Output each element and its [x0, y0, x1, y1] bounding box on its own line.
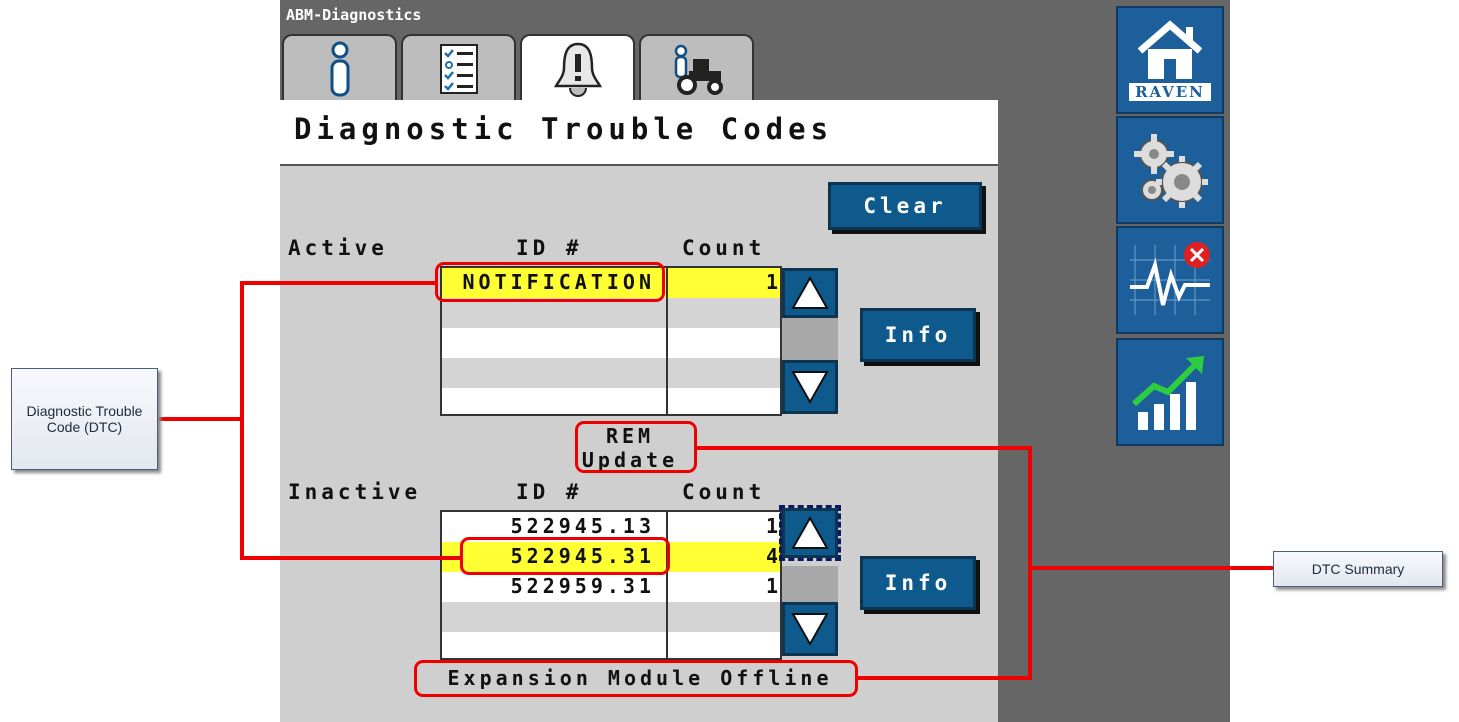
arrow-up-icon — [791, 515, 829, 549]
arrow-down-icon — [791, 371, 829, 405]
dtc-panel: Diagnostic Trouble Codes Clear Active ID… — [280, 100, 998, 722]
info-icon — [330, 41, 349, 97]
table-row[interactable]: 522945.13 1 — [442, 512, 780, 542]
inactive-id-header: ID # — [516, 480, 583, 504]
table-row[interactable] — [442, 328, 780, 358]
table-row[interactable]: 522945.31 4 — [442, 542, 780, 572]
table-row[interactable]: NOTIFICATION 1 — [442, 268, 780, 298]
column-divider — [666, 268, 668, 414]
alarm-waveform-icon — [1130, 242, 1210, 315]
alarm-bell-icon — [553, 42, 602, 97]
connector-line — [1028, 446, 1032, 680]
dtc-id: 522945.31 — [510, 544, 655, 568]
table-row[interactable] — [442, 632, 780, 662]
tab-info[interactable] — [282, 34, 397, 102]
active-summary-line1: REM — [605, 424, 655, 448]
dtc-callout-label: Diagnostic Trouble Code (DTC) — [11, 368, 158, 470]
tab-machine[interactable] — [639, 34, 754, 102]
inactive-summary: Expansion Module Offline — [447, 666, 833, 690]
summary-highlight-oval-active — [575, 421, 697, 473]
settings-button[interactable] — [1116, 116, 1224, 224]
alarm-diagnostics-button[interactable] — [1116, 226, 1224, 334]
summary-callout-label: DTC Summary — [1273, 551, 1443, 587]
inactive-scrollbar-track[interactable] — [782, 566, 838, 602]
active-id-header: ID # — [516, 236, 583, 260]
connector-line — [240, 281, 244, 560]
dtc-highlight-oval-inactive — [460, 537, 670, 575]
raven-logo-text: RAVEN — [1129, 83, 1211, 101]
active-scrollbar-track[interactable] — [782, 318, 838, 360]
checklist-icon — [439, 44, 478, 94]
inactive-scroll-down-button[interactable] — [782, 602, 838, 656]
table-row[interactable] — [442, 388, 780, 418]
dtc-count: 1 — [765, 574, 778, 598]
connector-line — [695, 446, 1032, 450]
dtc-id: 522945.13 — [510, 514, 655, 538]
home-button[interactable]: RAVEN — [1116, 6, 1224, 114]
active-summary-line2: Update — [581, 448, 679, 472]
inactive-dtc-table: 522945.13 1 522945.31 4 522959.31 1 — [440, 510, 782, 660]
performance-button[interactable] — [1116, 338, 1224, 446]
app-title: ABM-Diagnostics — [286, 6, 422, 24]
dtc-id: 522959.31 — [510, 574, 655, 598]
arrow-down-icon — [791, 613, 829, 647]
arrow-up-icon — [791, 275, 829, 309]
table-row[interactable] — [442, 358, 780, 388]
rising-chart-icon — [1131, 356, 1204, 430]
dtc-count: 1 — [765, 514, 778, 538]
active-dtc-table: NOTIFICATION 1 — [440, 266, 782, 416]
clear-button[interactable]: Clear — [828, 182, 982, 230]
tab-alarms[interactable] — [520, 34, 635, 104]
connector-line — [240, 556, 462, 560]
page-title: Diagnostic Trouble Codes — [294, 112, 834, 146]
connector-line — [856, 676, 1032, 680]
dtc-count: 1 — [765, 270, 778, 294]
active-scroll-down-button[interactable] — [782, 360, 838, 414]
summary-highlight-oval-inactive — [414, 660, 858, 697]
active-info-button[interactable]: Info — [860, 308, 976, 362]
active-scroll-up-button[interactable] — [782, 268, 838, 318]
inactive-section-label: Inactive — [288, 480, 422, 504]
active-count-header: Count — [682, 236, 766, 260]
table-row[interactable]: 522959.31 1 — [442, 572, 780, 602]
inactive-count-header: Count — [682, 480, 766, 504]
page-title-bar: Diagnostic Trouble Codes — [280, 100, 998, 166]
active-section-label: Active — [288, 236, 388, 260]
inactive-info-button[interactable]: Info — [860, 556, 976, 610]
dtc-highlight-oval-active — [435, 262, 665, 302]
home-raven-icon — [1137, 20, 1203, 79]
terminal-screen: ABM-Diagnostics — [280, 0, 1230, 722]
table-row[interactable] — [442, 298, 780, 328]
dtc-count: 4 — [765, 544, 778, 568]
operator-tractor-icon — [674, 44, 723, 95]
tab-checklist[interactable] — [401, 34, 516, 102]
inactive-scroll-up-button[interactable] — [779, 505, 841, 561]
gears-icon — [1134, 134, 1208, 208]
connector-line — [240, 281, 437, 285]
connector-line — [158, 417, 242, 421]
dtc-id: NOTIFICATION — [462, 270, 655, 294]
column-divider — [666, 512, 668, 658]
connector-line — [1028, 566, 1274, 570]
table-row[interactable] — [442, 602, 780, 632]
